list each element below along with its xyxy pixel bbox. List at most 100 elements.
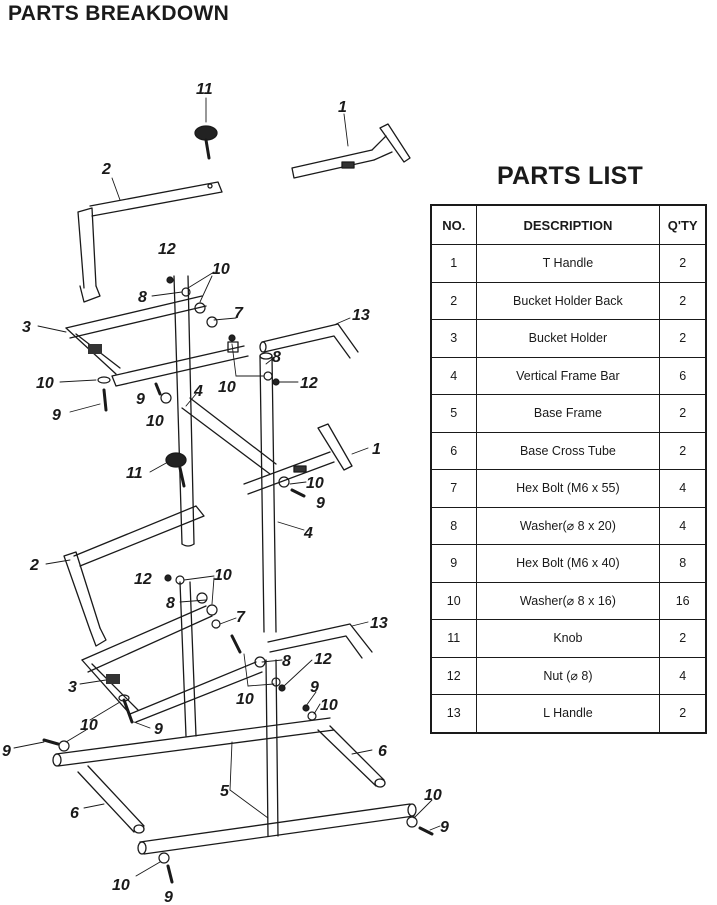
callout-10-base-right: 10 bbox=[424, 787, 442, 804]
cell-description: Bucket Holder bbox=[475, 319, 661, 358]
callout-4-upper: 4 bbox=[193, 383, 203, 400]
cell-no: 10 bbox=[430, 581, 477, 620]
cell-qty: 2 bbox=[659, 281, 707, 320]
parts-list-title: PARTS LIST bbox=[497, 162, 643, 190]
bucket-holder-back-part-lower bbox=[63, 505, 205, 647]
callout-3-lower: 3 bbox=[68, 679, 77, 696]
vertical-frame-bar-left-lower bbox=[179, 581, 197, 737]
callout-11-top: 11 bbox=[196, 81, 213, 98]
cell-no: 3 bbox=[430, 319, 477, 358]
cell-description: Vertical Frame Bar bbox=[475, 356, 661, 395]
callout-10-mid: 10 bbox=[306, 475, 324, 492]
cell-description: Hex Bolt (M6 x 55) bbox=[475, 469, 661, 508]
callout-10-base-bottom: 10 bbox=[112, 877, 130, 894]
base-frame-part-back bbox=[52, 717, 335, 767]
base-cross-tube-part-right bbox=[317, 725, 386, 788]
callout-8-lower: 8 bbox=[166, 595, 175, 612]
base-cross-tube-part-left bbox=[77, 765, 145, 834]
callout-10-lower-right: 10 bbox=[320, 697, 338, 714]
callout-1-mid: 1 bbox=[372, 441, 381, 458]
callout-12-top: 12 bbox=[158, 241, 176, 258]
cell-description: Nut (⌀ 8) bbox=[475, 656, 661, 695]
callout-9-base-left: 9 bbox=[2, 743, 11, 760]
cell-qty: 6 bbox=[659, 356, 707, 395]
cell-qty: 2 bbox=[659, 694, 707, 733]
callout-10-lower-mid: 10 bbox=[236, 691, 254, 708]
callout-13-lower: 13 bbox=[370, 615, 388, 632]
cell-description: Washer(⌀ 8 x 16) bbox=[475, 581, 661, 620]
callout-4-mid: 4 bbox=[303, 525, 313, 542]
cell-no: 13 bbox=[430, 694, 477, 733]
t-handle-part-top bbox=[291, 123, 411, 179]
callout-11-mid: 11 bbox=[126, 465, 143, 482]
cell-description: Washer(⌀ 8 x 20) bbox=[475, 506, 661, 545]
bucket-holder-back-part-top bbox=[77, 181, 223, 303]
bucket-holder-part-lower bbox=[81, 605, 263, 723]
column-header-qty: Q'TY bbox=[659, 204, 707, 245]
vertical-frame-bar-right-upper bbox=[259, 352, 277, 633]
callout-9-upper-left: 9 bbox=[52, 407, 61, 424]
callout-7-lower: 7 bbox=[236, 609, 246, 626]
base-frame-part-front bbox=[137, 803, 417, 855]
cell-qty: 2 bbox=[659, 244, 707, 283]
cell-no: 6 bbox=[430, 431, 477, 470]
cell-qty: 2 bbox=[659, 619, 707, 658]
cell-qty: 2 bbox=[659, 394, 707, 433]
l-handle-part-lower bbox=[267, 623, 373, 659]
callout-9-mid: 9 bbox=[316, 495, 325, 512]
callout-9-lower-mid: 9 bbox=[154, 721, 163, 738]
callout-9-upper-mid: 9 bbox=[136, 391, 145, 408]
callout-13-top: 13 bbox=[352, 307, 370, 324]
cell-no: 1 bbox=[430, 244, 477, 283]
callout-10-lower-left: 10 bbox=[80, 717, 98, 734]
callout-10-top: 10 bbox=[212, 261, 230, 278]
callout-2-top: 2 bbox=[101, 161, 111, 178]
callout-3-top: 3 bbox=[22, 319, 31, 336]
callout-9-base-bottom: 9 bbox=[164, 889, 173, 905]
callout-12-lower-right: 12 bbox=[314, 651, 332, 668]
t-handle-part-mid bbox=[243, 423, 353, 495]
callout-labels: 11 1 2 12 10 8 3 7 13 8 10 12 10 9 9 10 … bbox=[2, 81, 449, 905]
bucket-holder-part-top bbox=[65, 295, 249, 387]
cell-description: Hex Bolt (M6 x 40) bbox=[475, 544, 661, 583]
cell-description: Bucket Holder Back bbox=[475, 281, 661, 320]
cell-no: 4 bbox=[430, 356, 477, 395]
cell-no: 8 bbox=[430, 506, 477, 545]
callout-10-upper-center: 10 bbox=[146, 413, 164, 430]
column-header-description: DESCRIPTION bbox=[475, 204, 661, 245]
callout-8-top: 8 bbox=[138, 289, 147, 306]
cell-description: Base Cross Tube bbox=[475, 431, 661, 470]
cell-no: 7 bbox=[430, 469, 477, 508]
cell-qty: 4 bbox=[659, 656, 707, 695]
callout-8-upper-right: 8 bbox=[272, 349, 281, 366]
cell-description: Base Frame bbox=[475, 394, 661, 433]
vertical-frame-bar-right-lower bbox=[265, 659, 279, 837]
cell-qty: 4 bbox=[659, 469, 707, 508]
callout-2-lower: 2 bbox=[29, 557, 39, 574]
cell-qty: 2 bbox=[659, 431, 707, 470]
column-header-no: NO. bbox=[430, 204, 477, 245]
cell-qty: 2 bbox=[659, 319, 707, 358]
callout-10-upper-left: 10 bbox=[36, 375, 54, 392]
callout-9-base-right: 9 bbox=[440, 819, 449, 836]
l-handle-part-top bbox=[259, 323, 359, 359]
cell-qty: 8 bbox=[659, 544, 707, 583]
callout-10-upper-mid: 10 bbox=[218, 379, 236, 396]
callout-8-lower-right: 8 bbox=[282, 653, 291, 670]
cell-description: Knob bbox=[475, 619, 661, 658]
page-title: PARTS BREAKDOWN bbox=[8, 2, 230, 25]
callout-5: 5 bbox=[220, 783, 230, 800]
